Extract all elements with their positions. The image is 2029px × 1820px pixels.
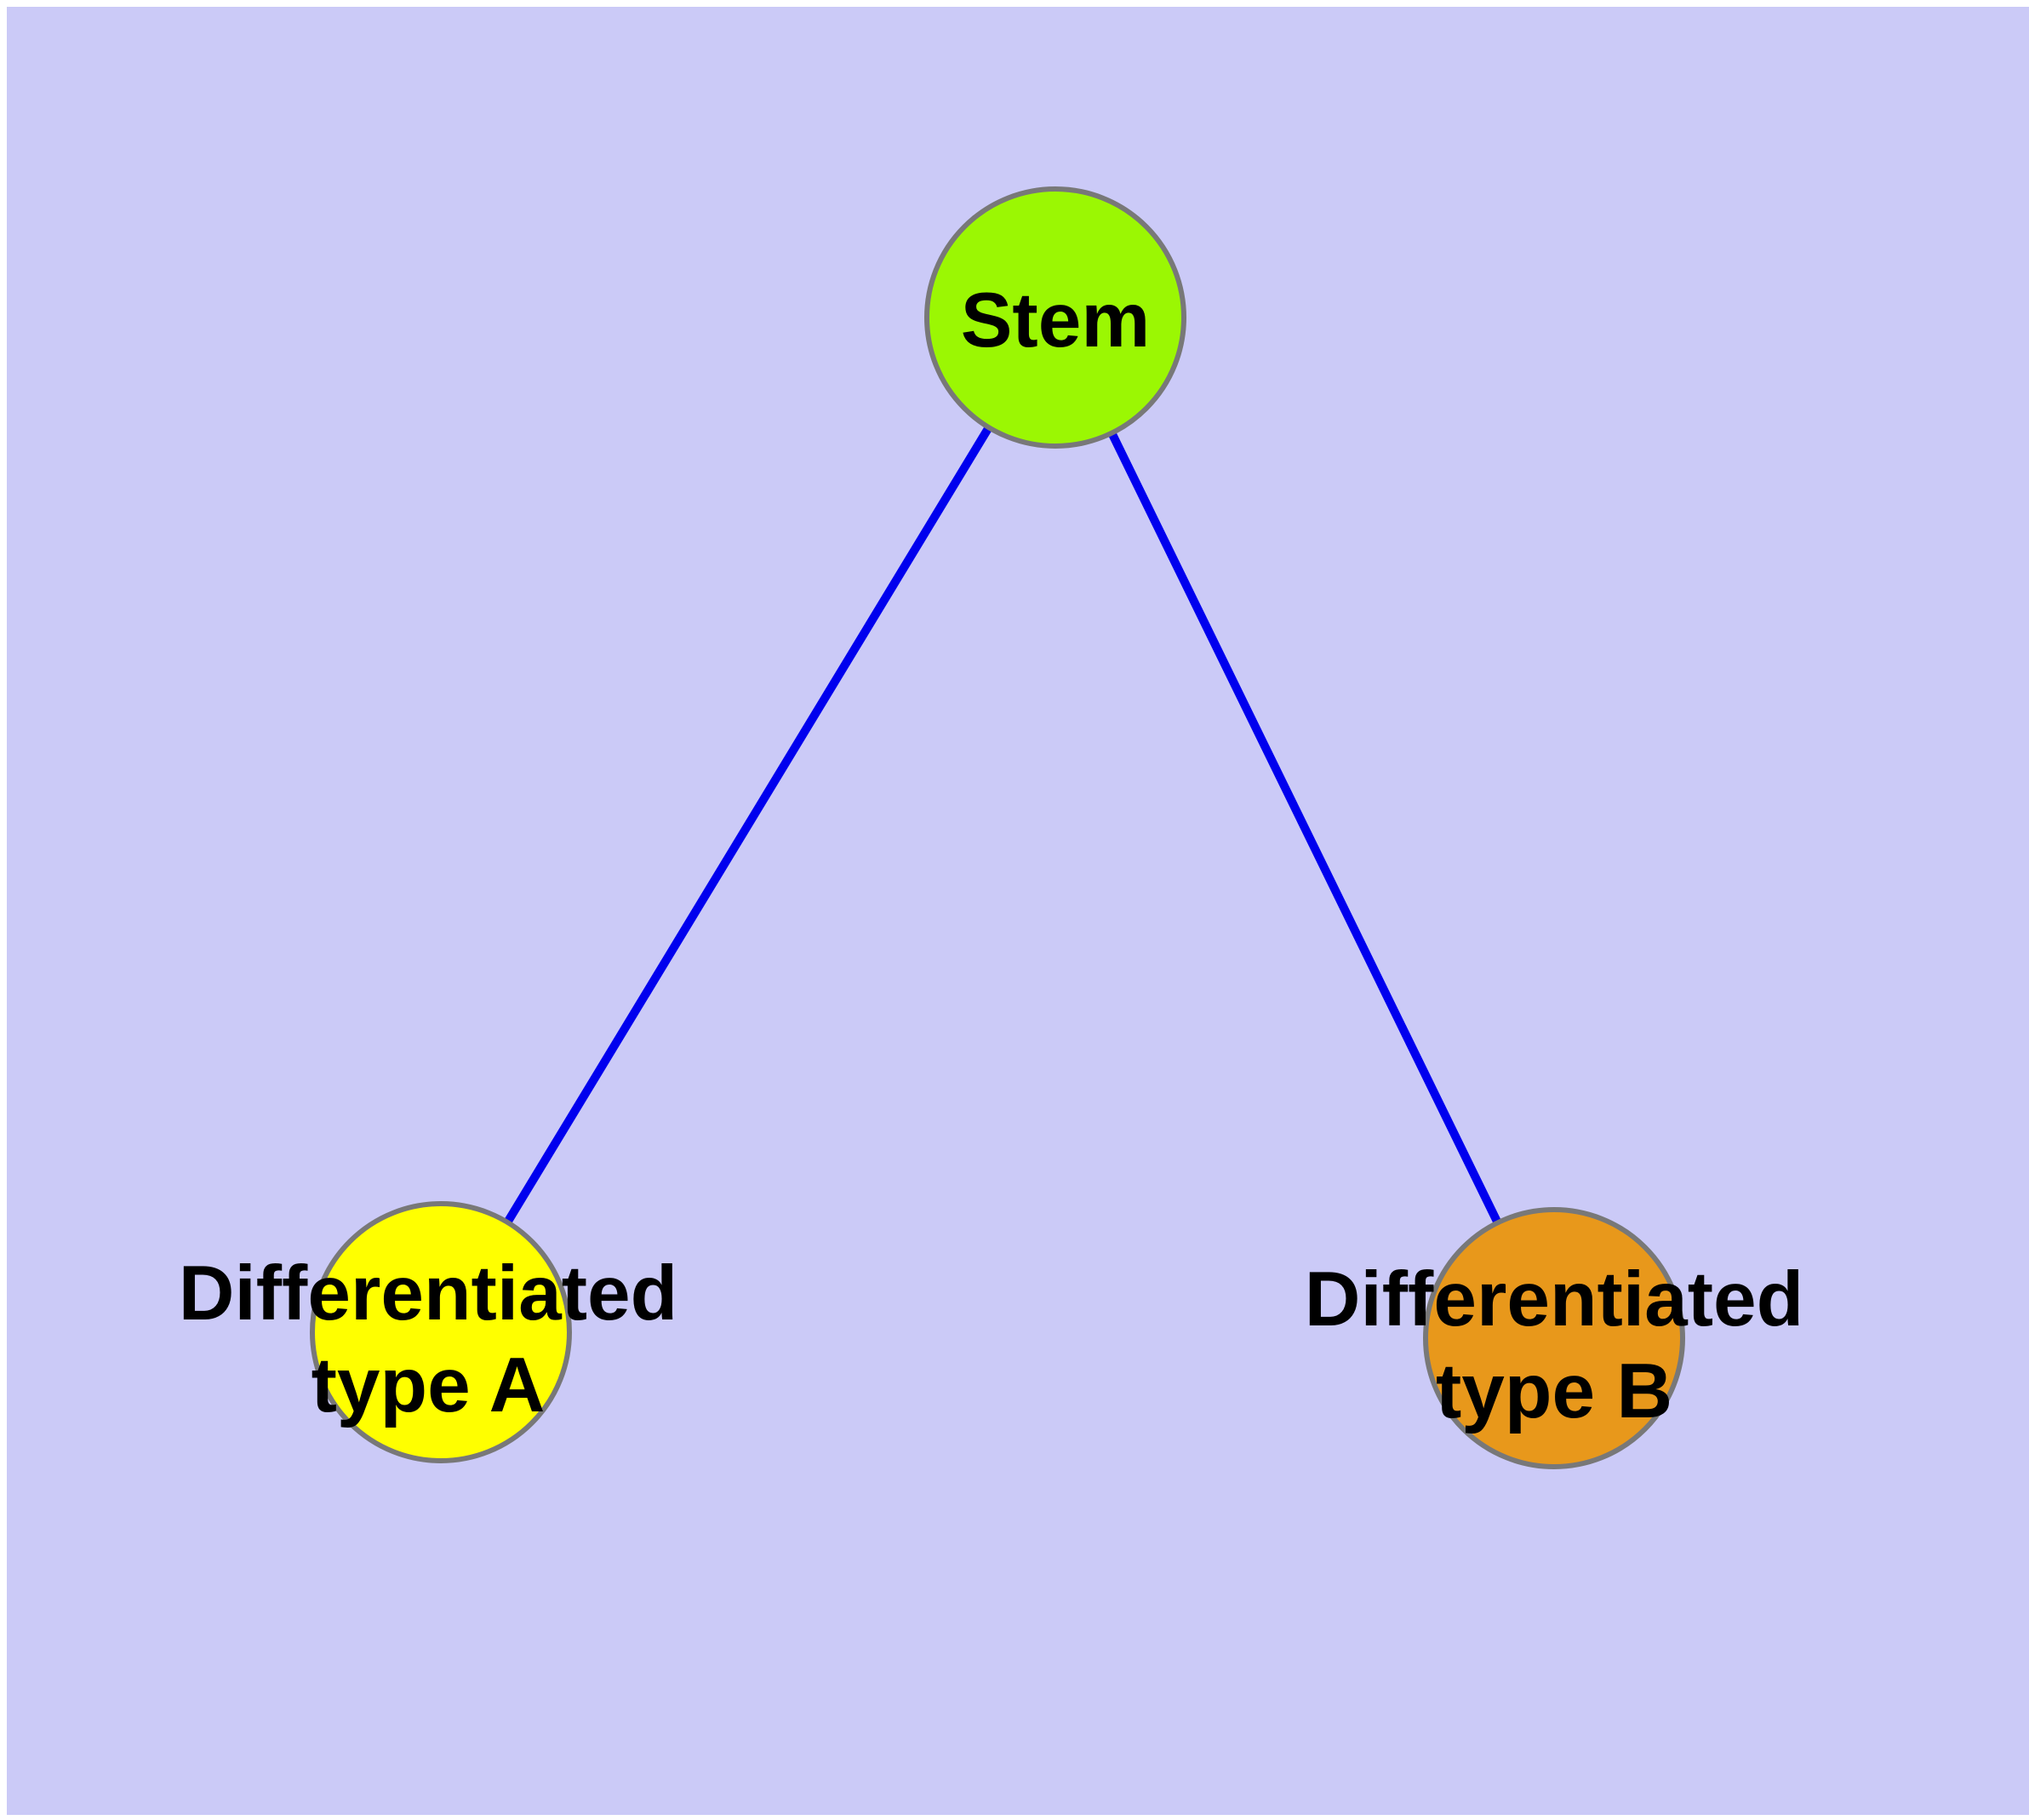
node-type-a-label-line-2: type A: [311, 1342, 546, 1428]
edge-stem-to-type-a: [437, 315, 1060, 1335]
node-type-a-circle[interactable]: [310, 1201, 572, 1463]
node-type-b-label-line-2: type B: [1436, 1348, 1672, 1434]
node-type-a-label-line-1: Differentiated: [179, 1251, 678, 1336]
edge-stem-to-type-b: [1051, 315, 1558, 1341]
node-stem-circle[interactable]: [924, 186, 1186, 449]
node-type-b-circle[interactable]: [1423, 1207, 1685, 1469]
node-type-b-label-line-1: Differentiated: [1305, 1256, 1804, 1342]
node-stem-label: Stem: [961, 278, 1151, 363]
